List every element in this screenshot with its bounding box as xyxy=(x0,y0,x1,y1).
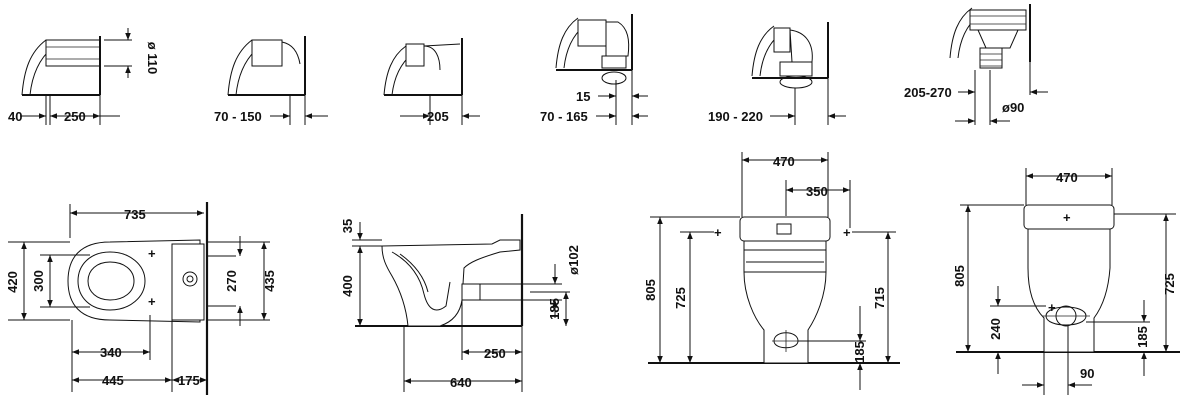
dim-185: 185 xyxy=(852,341,867,363)
top-view: + + 735 420 300 270 435 340 445 175 xyxy=(5,202,277,395)
dim-400: 400 xyxy=(340,275,355,297)
side-view: 35 400 ø102 185 250 640 xyxy=(340,214,581,392)
dim-15: 15 xyxy=(576,89,590,104)
dim-420: 420 xyxy=(5,271,20,293)
dim-470: 470 xyxy=(773,154,795,169)
dim-190-220: 190 - 220 xyxy=(708,109,763,124)
dim-diameter-90: ø90 xyxy=(1002,100,1024,115)
rear-tank-mark: + xyxy=(1063,210,1071,225)
dim-40: 40 xyxy=(8,109,22,124)
dim-240: 240 xyxy=(988,318,1003,340)
fix-mark-right: + xyxy=(843,225,851,240)
dim-715: 715 xyxy=(872,287,887,309)
outlet-variant-1: ø 110 40 250 xyxy=(8,28,160,125)
dim-725: 725 xyxy=(1162,273,1177,295)
dim-805: 805 xyxy=(643,279,658,301)
dim-90: 90 xyxy=(1080,366,1094,381)
dim-350: 350 xyxy=(806,184,828,199)
outlet-variant-6: 205-270 ø90 xyxy=(904,4,1048,125)
dim-70-165: 70 - 165 xyxy=(540,109,588,124)
outlet-variant-2: 70 - 150 xyxy=(214,36,328,125)
dim-175: 175 xyxy=(178,373,200,388)
dim-205-270: 205-270 xyxy=(904,85,952,100)
dim-diameter-102: ø102 xyxy=(566,245,581,275)
dim-640: 640 xyxy=(450,375,472,390)
dim-185: 185 xyxy=(1135,326,1150,348)
dim-270: 270 xyxy=(224,270,239,292)
dim-205: 205 xyxy=(427,109,449,124)
dim-445: 445 xyxy=(102,373,124,388)
dim-805: 805 xyxy=(952,265,967,287)
dim-435: 435 xyxy=(262,270,277,292)
outlet-variant-4: 15 70 - 165 xyxy=(540,14,648,125)
dim-185: 185 xyxy=(547,298,562,320)
dim-70-150: 70 - 150 xyxy=(214,109,262,124)
rear-fix-mark: + xyxy=(1048,300,1056,315)
front-view: + + 470 350 805 725 715 185 xyxy=(643,152,900,390)
rear-view: + + 470 805 725 240 185 90 xyxy=(952,168,1180,395)
dim-340: 340 xyxy=(100,345,122,360)
fix-mark-1: + xyxy=(148,246,156,261)
fix-mark-2: + xyxy=(148,294,156,309)
outlet-variant-3: 205 xyxy=(383,38,480,125)
dim-250: 250 xyxy=(484,346,506,361)
dim-300: 300 xyxy=(31,270,46,292)
dim-35: 35 xyxy=(340,219,355,233)
dim-470: 470 xyxy=(1056,170,1078,185)
dim-735: 735 xyxy=(124,207,146,222)
dim-725: 725 xyxy=(673,287,688,309)
dim-250: 250 xyxy=(64,109,86,124)
outlet-variant-5: 190 - 220 xyxy=(708,22,846,125)
dim-diameter-110: ø 110 xyxy=(145,42,160,75)
fix-mark-left: + xyxy=(714,225,722,240)
